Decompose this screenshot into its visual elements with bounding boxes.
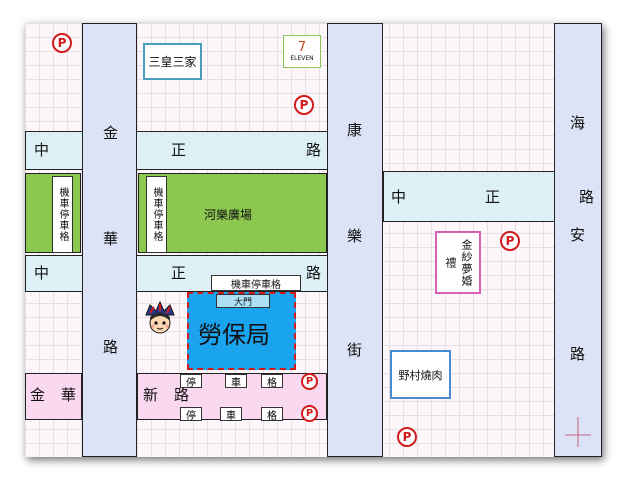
road-label: 安 <box>570 226 586 244</box>
nomura-label: 野村燒肉 <box>398 368 443 382</box>
wedding-shop: 金紗夢婚禮 <box>435 231 481 294</box>
parking-icon: P <box>301 373 318 390</box>
road-label: 路 <box>570 345 586 363</box>
road-label: 樂 <box>347 227 363 245</box>
map-canvas: 中 中 金 華 路 正 路 正 路 康 樂 街 中 正 路 海 安 路 金 華 … <box>25 23 602 457</box>
parking-stall: 格 <box>261 407 283 422</box>
nomura-yakiniku: 野村燒肉 <box>390 350 451 399</box>
road-label: 華 <box>103 230 119 248</box>
parking-stall: 停 <box>180 407 202 422</box>
road-label: 華 <box>61 386 77 404</box>
parking-icon: P <box>301 405 318 422</box>
main-gate: 大門 <box>216 294 270 308</box>
road-label: 康 <box>347 121 363 139</box>
wedding-shop-label: 金紗夢婚禮 <box>444 238 473 287</box>
main-gate-label: 大門 <box>233 297 252 308</box>
road-label: 路 <box>579 188 595 206</box>
road-label: 金 <box>30 386 46 404</box>
scooter-parking-left: 機車停車格 <box>52 176 73 253</box>
road-label: 正 <box>485 188 501 206</box>
parking-stall: 車 <box>220 407 242 422</box>
road-label: 街 <box>347 341 363 359</box>
road-label: 中 <box>34 141 50 159</box>
kangle-street <box>327 23 383 457</box>
road-label: 金 <box>103 124 119 142</box>
seven-eleven-name: ELEVEN <box>290 55 314 62</box>
seven-eleven-number: 7 <box>297 40 307 55</box>
parking-icon: P <box>397 427 417 447</box>
road-label: 中 <box>391 188 407 206</box>
scooter-parking-plaza: 機車停車格 <box>146 176 167 253</box>
road-label: 正 <box>171 141 187 159</box>
road-label: 正 <box>171 264 187 282</box>
jinhua-road-vertical <box>82 23 137 457</box>
zhongzheng-road-upper <box>25 131 330 170</box>
parking-stall: 格 <box>261 374 283 389</box>
scooter-parking-plaza-label: 機車停車格 <box>151 187 162 242</box>
labor-insurance-label: 勞保局 <box>198 321 270 349</box>
road-label: 海 <box>570 114 586 132</box>
road-label: 路 <box>306 141 322 159</box>
sanhuangsanjia-store: 三皇三家 <box>143 43 202 80</box>
parking-icon: P <box>500 231 520 251</box>
compass-icon <box>565 417 591 447</box>
road-label: 中 <box>34 264 50 282</box>
parking-stall: 車 <box>225 374 247 389</box>
scooter-parking-horizontal: 機車停車格 <box>211 275 301 291</box>
road-label: 路 <box>174 386 190 404</box>
parking-icon: P <box>52 33 72 53</box>
scooter-parking-left-label: 機車停車格 <box>57 187 68 242</box>
parking-icon: P <box>294 95 314 115</box>
scooter-parking-horizontal-label: 機車停車格 <box>231 279 281 291</box>
seven-eleven-store: 7 ELEVEN <box>283 35 321 68</box>
hele-plaza <box>138 173 327 253</box>
mascot-icon <box>145 300 175 334</box>
hele-plaza-label: 河樂廣場 <box>204 208 253 222</box>
sanhuangsanjia-label: 三皇三家 <box>148 55 197 69</box>
parking-stall: 停 <box>180 374 202 389</box>
jinhua-road-bottom <box>25 373 82 420</box>
haian-road <box>554 23 602 457</box>
road-label: 新 <box>143 386 159 404</box>
road-label: 路 <box>306 264 322 282</box>
road-label: 路 <box>103 338 119 356</box>
